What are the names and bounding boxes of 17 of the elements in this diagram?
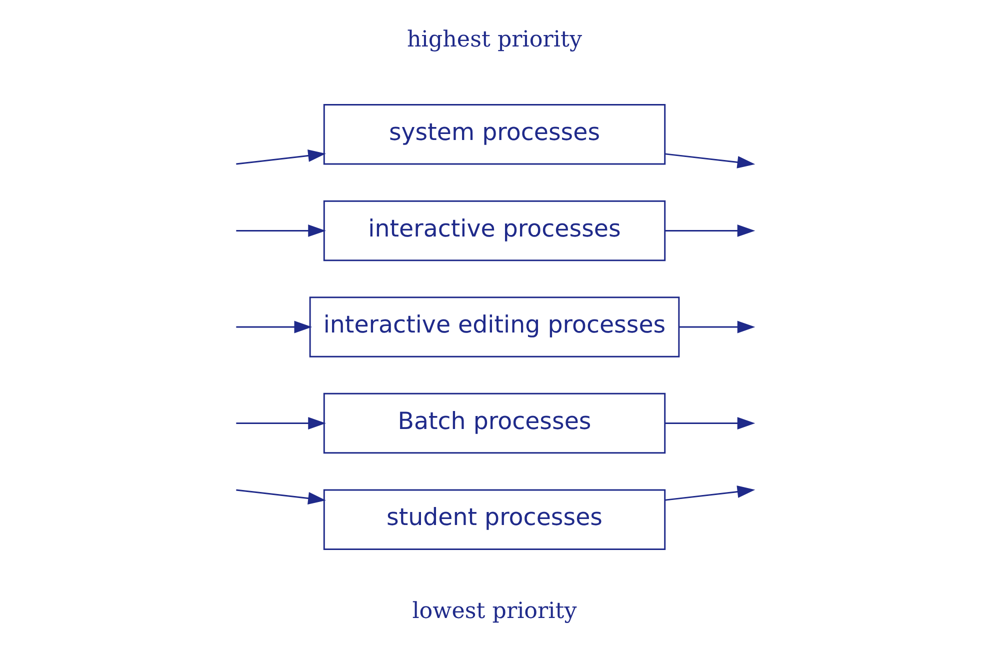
node-box: Batch processes (323, 392, 666, 454)
node-box: system processes (323, 104, 666, 165)
arrow (236, 489, 326, 504)
node-box: interactive processes (323, 200, 666, 262)
arrow (665, 153, 756, 168)
arrow (236, 150, 326, 165)
arrow (236, 417, 326, 430)
arrow (665, 486, 756, 501)
label: lowest priority (412, 598, 577, 624)
node-box: interactive editing processes (309, 296, 680, 358)
arrow (665, 417, 756, 430)
node-box: student processes (323, 489, 666, 550)
label: highest priority (406, 26, 582, 52)
arrow (236, 224, 326, 237)
arrow (236, 320, 312, 334)
arrow (679, 320, 756, 334)
arrow (665, 224, 756, 237)
